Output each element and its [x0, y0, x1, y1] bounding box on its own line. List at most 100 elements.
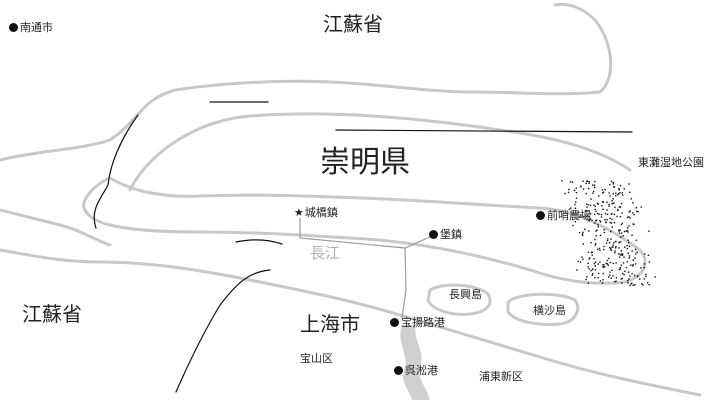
wetland-stipple-dot	[631, 250, 633, 252]
wetland-stipple-dot	[585, 192, 587, 195]
wetland-stipple-dot	[608, 192, 610, 194]
wetland-stipple-dot	[589, 218, 592, 220]
wetland-stipple-dot	[603, 245, 605, 248]
wetland-stipple-dot	[600, 221, 602, 223]
wetland-stipple-dot	[625, 266, 628, 269]
wetland-stipple-dot	[618, 247, 620, 249]
wetland-stipple-dot	[609, 271, 611, 273]
wetland-stipple-dot	[595, 210, 597, 213]
wetland-stipple-dot	[624, 246, 626, 248]
wetland-stipple-dot	[610, 238, 612, 240]
wetland-stipple-dot	[603, 264, 605, 266]
wetland-stipple-dot	[620, 236, 622, 238]
wetland-stipple-dot	[567, 191, 570, 194]
wetland-stipple-dot	[569, 181, 572, 183]
wetland-stipple-dot	[582, 243, 584, 245]
wetland-stipple-dot	[592, 190, 595, 193]
wetland-stipple-dot	[619, 216, 622, 218]
place-label: 城橋鎮	[304, 206, 338, 219]
wetland-stipple-dot	[648, 284, 650, 286]
town-marker-icon	[394, 366, 403, 375]
wetland-stipple-dot	[594, 186, 596, 188]
wetland-stipple-dot	[614, 281, 616, 283]
wetland-stipple-dot	[594, 238, 596, 241]
wetland-stipple-dot	[615, 246, 617, 248]
wetland-stipple-dot	[587, 282, 589, 284]
wetland-stipple-dot	[588, 182, 590, 185]
wetland-stipple-dot	[586, 276, 588, 278]
wetland-stipple-dot	[564, 192, 566, 195]
wetland-stipple-dot	[615, 195, 617, 197]
wetland-stipple-dot	[598, 247, 601, 250]
wetland-stipple-dot	[601, 282, 604, 284]
wetland-stipple-dot	[627, 279, 629, 282]
wetland-stipple-dot	[602, 266, 604, 268]
wetland-stipple-dot	[577, 260, 579, 263]
west-channel-coastline	[0, 208, 112, 247]
wetland-stipple-dot	[595, 219, 597, 222]
wetland-stipple-dot	[609, 184, 611, 186]
wetland-stipple-dot	[623, 273, 625, 276]
wetland-stipple-dot	[603, 229, 605, 231]
wetland-stipple-dot	[599, 261, 601, 263]
wetland-stipple-dot	[561, 180, 563, 182]
wetland-stipple-dot	[582, 188, 585, 190]
wetland-stipple-dot	[640, 206, 642, 208]
wetland-stipple-dot	[597, 277, 599, 279]
wetland-stipple-dot	[635, 239, 638, 241]
wetland-stipple-dot	[624, 270, 626, 272]
wetland-stipple-dot	[620, 264, 623, 266]
wetland-stipple-dot	[632, 223, 634, 225]
wetland-stipple-dot	[588, 258, 590, 260]
wetland-stipple-dot	[629, 210, 631, 212]
wetland-stipple-dot	[613, 222, 616, 224]
region-label-jiangsu-top: 江蘇省	[323, 12, 383, 36]
wetland-stipple-dot	[633, 274, 636, 277]
wetland-stipple-dot	[575, 192, 578, 194]
wetland-stipple-dot	[640, 267, 642, 269]
wetland-stipple-dot	[593, 213, 596, 216]
wetland-stipple-dot	[631, 273, 633, 275]
town-marker-icon	[9, 23, 18, 32]
wetland-stipple-dot	[631, 282, 633, 284]
place-wusong: 呉淞港	[394, 365, 438, 376]
wetland-stipple-dot	[606, 201, 608, 204]
wetland-stipple-dot	[603, 231, 606, 234]
wetland-stipple-dot	[632, 264, 634, 266]
wetland-stipple-dot	[629, 284, 631, 287]
wetland-stipple-dot	[614, 252, 616, 254]
wetland-stipple-dot	[622, 194, 624, 196]
wetland-stipple-dot	[572, 224, 574, 227]
wetland-stipple-dot	[626, 245, 628, 247]
wetland-stipple-dot	[609, 246, 611, 249]
wetland-stipple-dot	[620, 241, 622, 243]
chongming-island-coastline	[82, 176, 647, 285]
wetland-stipple-dot	[609, 195, 611, 197]
wetland-stipple-dot	[621, 222, 623, 224]
wetland-stipple-dot	[627, 227, 629, 229]
wetland-stipple-dot	[628, 183, 630, 185]
wetland-stipple-dot	[621, 277, 623, 280]
wetland-stipple-dot	[611, 200, 613, 202]
wetland-stipple-dot	[568, 208, 571, 210]
wetland-stipple-dot	[619, 184, 622, 187]
north-bank-coastline	[0, 2, 613, 162]
wetland-stipple-dot	[629, 191, 631, 193]
wetland-stipple-dot	[595, 235, 597, 237]
wetland-stipple-dot	[606, 213, 609, 216]
wetland-stipple-dot	[620, 232, 623, 234]
place-baozhen: 堡鎮	[429, 229, 462, 240]
wetland-stipple-dot	[626, 230, 629, 232]
wetland-stipple-dot	[610, 249, 612, 251]
wetland-stipple-dot	[608, 242, 611, 244]
wetland-stipple-dot	[576, 269, 578, 271]
wetland-stipple-dot	[604, 266, 606, 268]
wetland-stipple-dot	[582, 234, 584, 236]
wetland-stipple-dot	[608, 276, 610, 278]
wetland-stipple-dot	[627, 252, 630, 254]
wetland-stipple-dot	[609, 261, 611, 264]
wetland-stipple-dot	[591, 219, 593, 221]
place-label: 宝揚路港	[401, 316, 445, 329]
wetland-stipple-dot	[584, 228, 586, 231]
wetland-stipple-dot	[618, 229, 620, 232]
